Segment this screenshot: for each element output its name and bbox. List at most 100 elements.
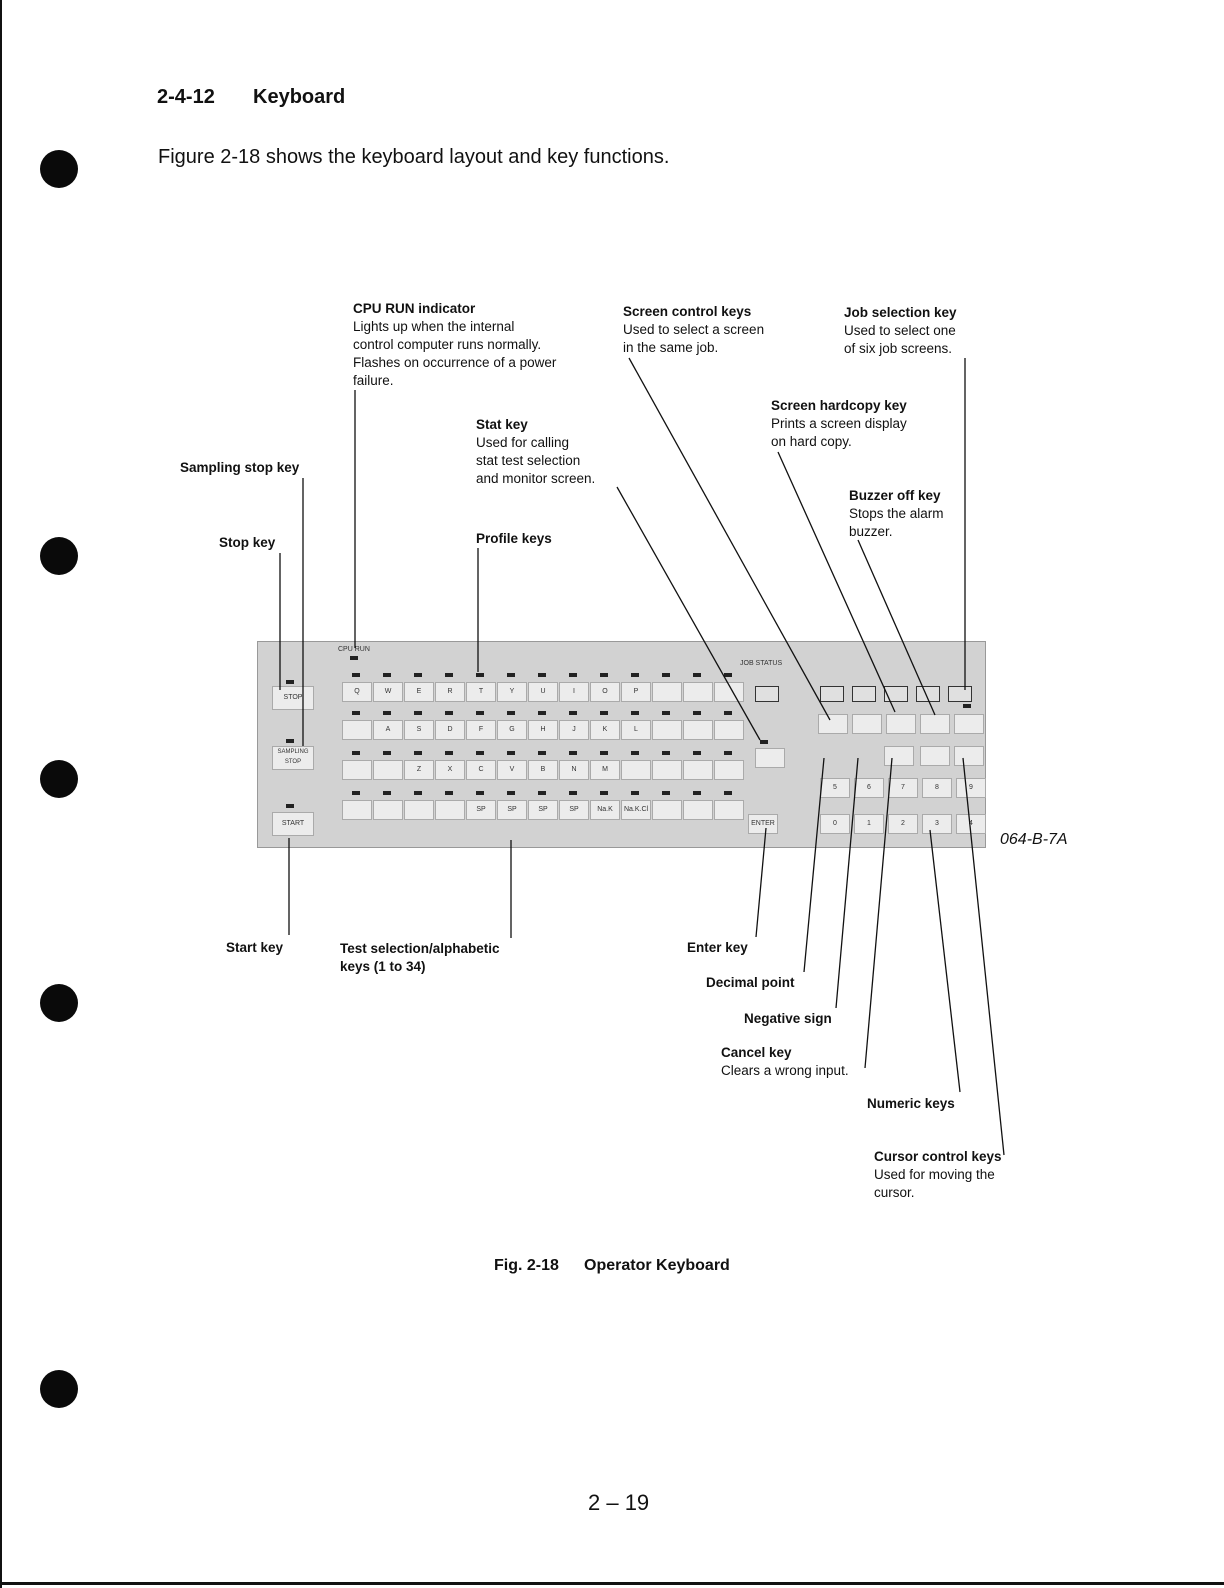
- test-selection-key[interactable]: Y: [497, 682, 527, 702]
- test-selection-key[interactable]: U: [528, 682, 558, 702]
- buzzer-off-key[interactable]: [954, 714, 984, 734]
- test-selection-key[interactable]: K: [590, 720, 620, 740]
- numeric-key[interactable]: 5: [820, 778, 850, 798]
- page-border-bottom: [0, 1582, 1224, 1585]
- test-selection-key[interactable]: V: [497, 760, 527, 780]
- leader-line-decimal-point: [803, 757, 825, 973]
- cursor-control-key[interactable]: [920, 746, 950, 766]
- numeric-key[interactable]: 9: [956, 778, 986, 798]
- test-selection-key[interactable]: J: [559, 720, 589, 740]
- callout-title: Cursor control keys: [874, 1149, 1002, 1164]
- test-selection-key[interactable]: [652, 682, 682, 702]
- test-selection-key[interactable]: [683, 682, 713, 702]
- test-selection-key[interactable]: N: [559, 760, 589, 780]
- test-selection-key[interactable]: Z: [404, 760, 434, 780]
- test-selection-key[interactable]: P: [621, 682, 651, 702]
- test-selection-key[interactable]: W: [373, 682, 403, 702]
- key-led: [693, 673, 701, 677]
- numeric-key[interactable]: 7: [888, 778, 918, 798]
- numeric-key[interactable]: 3: [922, 814, 952, 834]
- test-selection-key[interactable]: X: [435, 760, 465, 780]
- test-selection-key[interactable]: [373, 760, 403, 780]
- test-selection-key[interactable]: [404, 800, 434, 820]
- test-selection-key[interactable]: SP: [497, 800, 527, 820]
- callout-cursor-control: Cursor control keys Used for moving the …: [874, 1148, 1002, 1202]
- callout-title: Numeric keys: [867, 1096, 955, 1111]
- callout-profile-keys: Profile keys: [476, 530, 552, 548]
- stop-key[interactable]: STOP: [272, 686, 314, 710]
- page-border-left: [0, 0, 2, 1588]
- key-led: [352, 673, 360, 677]
- numeric-key[interactable]: 1: [854, 814, 884, 834]
- key-led: [631, 673, 639, 677]
- callout-desc: Used to select a screen: [623, 322, 765, 337]
- screen-control-key[interactable]: [818, 714, 848, 734]
- test-selection-key[interactable]: [342, 720, 372, 740]
- test-selection-key[interactable]: F: [466, 720, 496, 740]
- cursor-control-key[interactable]: [954, 746, 984, 766]
- numeric-key[interactable]: 8: [922, 778, 952, 798]
- test-selection-key[interactable]: L: [621, 720, 651, 740]
- test-selection-key[interactable]: A: [373, 720, 403, 740]
- test-selection-key[interactable]: C: [466, 760, 496, 780]
- test-selection-key[interactable]: [342, 800, 372, 820]
- test-selection-key[interactable]: [714, 720, 744, 740]
- test-selection-key[interactable]: [714, 800, 744, 820]
- test-selection-key[interactable]: H: [528, 720, 558, 740]
- callout-stop-key: Stop key: [219, 534, 275, 552]
- leader-line-numeric-keys: [929, 829, 961, 1093]
- callout-sampling-stop: Sampling stop key: [180, 459, 299, 477]
- test-selection-key[interactable]: I: [559, 682, 589, 702]
- test-selection-key[interactable]: G: [497, 720, 527, 740]
- test-selection-key[interactable]: R: [435, 682, 465, 702]
- start-key[interactable]: START: [272, 812, 314, 836]
- test-selection-key[interactable]: [652, 800, 682, 820]
- test-selection-key[interactable]: [714, 760, 744, 780]
- leader-line-screen-hardcopy: [777, 451, 896, 713]
- test-selection-key[interactable]: SP: [559, 800, 589, 820]
- test-selection-key[interactable]: T: [466, 682, 496, 702]
- enter-key[interactable]: ENTER: [748, 814, 778, 834]
- test-selection-key[interactable]: [652, 760, 682, 780]
- test-selection-key[interactable]: M: [590, 760, 620, 780]
- screen-control-key[interactable]: [886, 714, 916, 734]
- test-selection-key[interactable]: [714, 682, 744, 702]
- callout-desc: cursor.: [874, 1185, 915, 1200]
- test-selection-key[interactable]: S: [404, 720, 434, 740]
- job-screen-icon: [852, 686, 876, 702]
- test-selection-key[interactable]: [652, 720, 682, 740]
- test-selection-key[interactable]: B: [528, 760, 558, 780]
- numeric-key[interactable]: 6: [854, 778, 884, 798]
- callout-title: Cancel key: [721, 1045, 792, 1060]
- key-led: [352, 711, 360, 715]
- test-selection-key[interactable]: Na.K: [590, 800, 620, 820]
- test-selection-key[interactable]: O: [590, 682, 620, 702]
- test-selection-key[interactable]: [342, 760, 372, 780]
- test-selection-key[interactable]: E: [404, 682, 434, 702]
- test-selection-key[interactable]: Q: [342, 682, 372, 702]
- key-led: [538, 751, 546, 755]
- stat-key[interactable]: [755, 748, 785, 768]
- callout-desc: Prints a screen display: [771, 416, 907, 431]
- numeric-key[interactable]: 2: [888, 814, 918, 834]
- test-selection-key[interactable]: [683, 760, 713, 780]
- callout-numeric-keys: Numeric keys: [867, 1095, 955, 1113]
- test-selection-key[interactable]: [621, 760, 651, 780]
- callout-title: Test selection/alphabetic: [340, 941, 500, 956]
- test-selection-key[interactable]: [683, 720, 713, 740]
- key-led: [507, 791, 515, 795]
- numeric-key[interactable]: 0: [820, 814, 850, 834]
- key-led: [476, 711, 484, 715]
- callout-negative-sign: Negative sign: [744, 1010, 832, 1028]
- test-selection-key[interactable]: D: [435, 720, 465, 740]
- test-selection-key[interactable]: [683, 800, 713, 820]
- screen-control-key[interactable]: [852, 714, 882, 734]
- test-selection-key[interactable]: [435, 800, 465, 820]
- test-selection-key[interactable]: SP: [528, 800, 558, 820]
- test-selection-key[interactable]: SP: [466, 800, 496, 820]
- sampling-stop-key[interactable]: SAMPLING STOP: [272, 746, 314, 770]
- leader-line-negative-sign: [835, 757, 859, 1009]
- test-selection-key[interactable]: Na.K.Cl: [621, 800, 651, 820]
- test-selection-key[interactable]: [373, 800, 403, 820]
